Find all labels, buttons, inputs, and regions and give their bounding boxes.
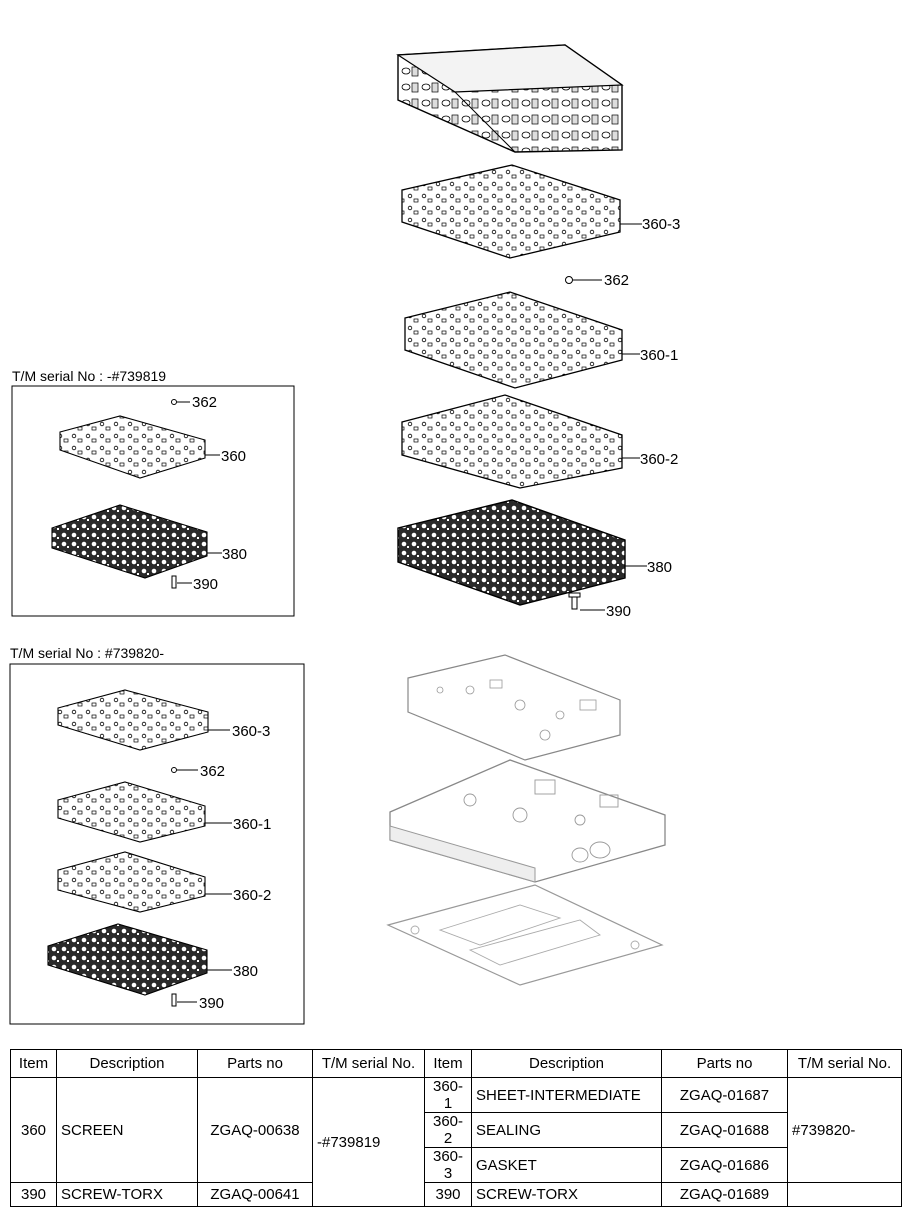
- callout-old-360: 360: [221, 448, 246, 465]
- callout-390: 390: [606, 603, 631, 620]
- screw-390-new: 390: [171, 993, 224, 1012]
- cell-item: 360-1: [424, 1077, 472, 1113]
- gasket-360-3-new: 360-3: [57, 689, 270, 751]
- check-ball-362-main: 362: [565, 272, 629, 289]
- new-serial-box: [9, 663, 305, 1025]
- cell-serial-right: #739820-: [787, 1077, 902, 1183]
- cell-parts-no: ZGAQ-01686: [661, 1147, 788, 1183]
- cell-parts-no: ZGAQ-01689: [661, 1182, 788, 1207]
- gasket-360-3-main: 360-3: [401, 164, 680, 259]
- header-parts-no: Parts no: [197, 1049, 313, 1078]
- check-ball-362-old: 362: [171, 394, 217, 411]
- cell-description: GASKET: [471, 1147, 662, 1183]
- header-description-2: Description: [471, 1049, 662, 1078]
- screen-plate-380-new: 380: [47, 923, 258, 996]
- valve-body-upper: [396, 44, 624, 153]
- valve-body-lower: [389, 759, 666, 883]
- cell-parts-no: ZGAQ-00641: [197, 1182, 313, 1207]
- callout-new-362: 362: [200, 763, 225, 780]
- table-row: 360-2 SEALING ZGAQ-01688: [11, 1112, 902, 1148]
- cell-description: SCREW-TORX: [56, 1182, 198, 1207]
- cell-item: 390: [10, 1182, 57, 1207]
- callout-new-360-2: 360-2: [233, 887, 271, 904]
- bottom-gasket: [386, 884, 664, 986]
- callout-old-380: 380: [222, 546, 247, 563]
- screw-390-main: 390: [568, 592, 631, 620]
- screen-plate-380-old: 380: [51, 504, 247, 579]
- old-serial-box: [11, 385, 295, 617]
- screw-390-old: 390: [171, 575, 218, 593]
- callout-360-2: 360-2: [640, 451, 678, 468]
- callout-360-1: 360-1: [640, 347, 678, 364]
- check-ball-362-new: 362: [171, 763, 225, 780]
- callout-360-3: 360-3: [642, 216, 680, 233]
- cell-serial-left: -#739819: [312, 1077, 425, 1207]
- callout-362: 362: [604, 272, 629, 289]
- cell-item: 360-3: [424, 1147, 472, 1183]
- sheet-360-1-new: 360-1: [57, 781, 271, 843]
- cell-item: 390: [424, 1182, 472, 1207]
- header-item: Item: [10, 1049, 57, 1078]
- lower-gasket: [407, 654, 621, 761]
- old-serial-label: T/M serial No : -#739819: [12, 368, 167, 384]
- header-item-2: Item: [424, 1049, 472, 1078]
- header-serial-2: T/M serial No.: [787, 1049, 902, 1078]
- cell-item: 360-2: [424, 1112, 472, 1148]
- header-description: Description: [56, 1049, 198, 1078]
- sealing-360-2-new: 360-2: [57, 851, 271, 913]
- cell-description: SCREW-TORX: [471, 1182, 662, 1207]
- header-serial: T/M serial No.: [312, 1049, 425, 1078]
- cell-item: 360: [10, 1077, 57, 1183]
- cell-parts-no: ZGAQ-01688: [661, 1112, 788, 1148]
- header-parts-no-2: Parts no: [661, 1049, 788, 1078]
- screen-plate-380-main: 380: [397, 499, 672, 606]
- callout-old-362: 362: [192, 394, 217, 411]
- table-header-row: Item Description Parts no T/M serial No.…: [10, 1049, 902, 1078]
- callout-new-360-1: 360-1: [233, 816, 271, 833]
- callout-new-390: 390: [199, 995, 224, 1012]
- cell-parts-no: ZGAQ-01687: [661, 1077, 788, 1113]
- parts-table: Item Description Parts no T/M serial No.…: [10, 1049, 902, 1207]
- callout-new-380: 380: [233, 963, 258, 980]
- screen-360-old: 360: [59, 415, 246, 479]
- callout-new-360-3: 360-3: [232, 723, 270, 740]
- sealing-360-2-main: 360-2: [401, 394, 678, 489]
- cell-description: SHEET-INTERMEDIATE: [471, 1077, 662, 1113]
- parts-diagram: 360-3 362 360-1 360-2 380 390: [9, 44, 680, 1025]
- table-row: 360 SCREEN ZGAQ-00638 -#739819 360-1 SHE…: [10, 1077, 902, 1207]
- cell-description: SEALING: [471, 1112, 662, 1148]
- callout-old-390: 390: [193, 576, 218, 593]
- cell-empty: [787, 1182, 902, 1207]
- cell-parts-no: ZGAQ-00638: [197, 1077, 313, 1183]
- cell-description: SCREEN: [56, 1077, 198, 1183]
- table-row: 360-3 GASKET ZGAQ-01686: [11, 1147, 902, 1183]
- callout-380: 380: [647, 559, 672, 576]
- new-serial-label: T/M serial No : #739820-: [10, 645, 165, 661]
- table-row: 390 SCREW-TORX ZGAQ-00641 390 SCREW-TORX…: [10, 1182, 902, 1207]
- sheet-360-1-main: 360-1: [404, 291, 678, 389]
